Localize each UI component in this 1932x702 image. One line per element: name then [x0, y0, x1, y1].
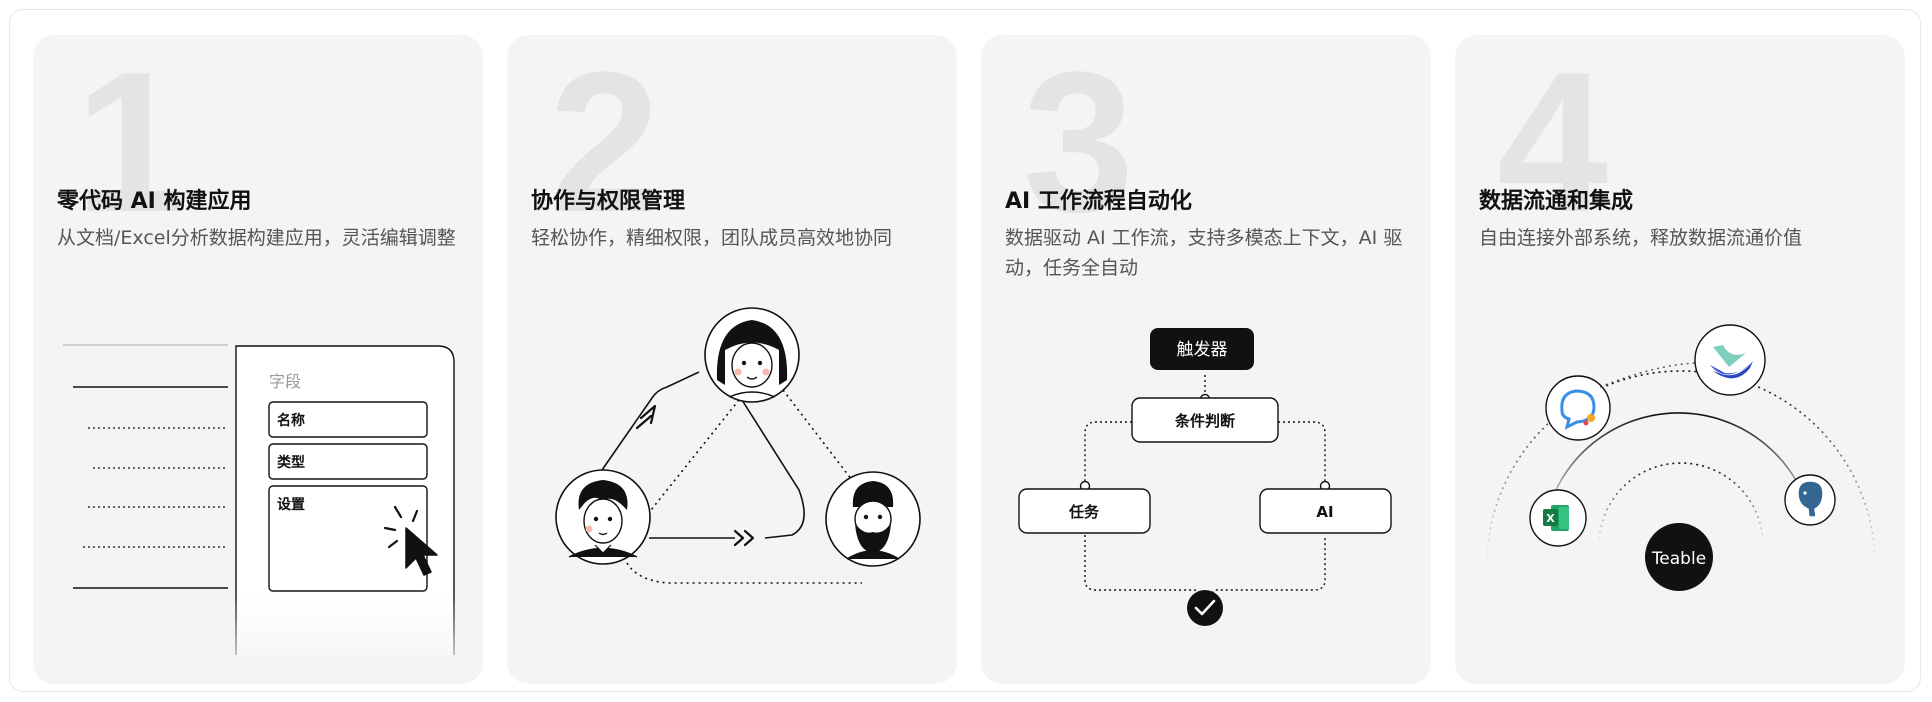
field-panel-heading: 字段 — [269, 372, 301, 391]
dotted-links — [626, 389, 862, 584]
trigger-label: 触发器 — [1177, 340, 1228, 360]
teable-hub[interactable]: Teable — [1645, 523, 1713, 591]
middle-arc — [1544, 412, 1813, 524]
card-title: AI 工作流程自动化 — [1005, 189, 1192, 214]
postgres-icon[interactable] — [1784, 474, 1836, 526]
condition-node[interactable]: 条件判断 — [1131, 397, 1279, 443]
card-description: 轻松协作，精细权限，团队成员高效地协同 — [531, 227, 893, 249]
integration-hub-illustration: Teable X — [1486, 324, 1876, 591]
field-name-label: 名称 — [277, 412, 305, 429]
connector-lines — [63, 344, 228, 589]
task-label: 任务 — [1068, 503, 1100, 521]
card-description: 数据驱动 AI 工作流，支持多模态上下文，AI 驱动，任务全自动 — [1005, 227, 1403, 279]
lark-app-icon[interactable] — [1694, 324, 1766, 396]
check-circle-icon — [1187, 590, 1223, 626]
feature-card-ai-build: 1 零代码 AI 构建应用 从文档/Excel分析数据构建应用，灵活编辑调整 — [33, 35, 483, 684]
chat-app-icon[interactable] — [1545, 375, 1611, 441]
cursor-click-icon — [383, 505, 438, 576]
trigger-node[interactable]: 触发器 — [1150, 328, 1254, 370]
card-title: 零代码 AI 构建应用 — [57, 189, 252, 214]
card-description: 从文档/Excel分析数据构建应用，灵活编辑调整 — [57, 227, 456, 249]
field-settings-label: 设置 — [277, 496, 305, 513]
svg-text:X: X — [1546, 512, 1555, 525]
avatar-woman — [704, 307, 800, 403]
avatar-bearded — [825, 471, 921, 567]
card-title: 协作与权限管理 — [531, 189, 686, 214]
card-number: 4 — [1497, 35, 1608, 254]
feature-card-integration: 4 数据流通和集成 自由连接外部系统，释放数据流通价值 Teable — [1455, 35, 1905, 684]
task-node[interactable]: 任务 — [1018, 488, 1151, 534]
card-number: 3 — [1023, 35, 1134, 254]
condition-label: 条件判断 — [1174, 412, 1235, 430]
solid-links — [601, 371, 805, 539]
field-type-input[interactable]: 类型 — [268, 443, 428, 480]
field-name-input[interactable]: 名称 — [268, 401, 428, 438]
avatar-man — [555, 469, 651, 565]
double-arrow-icon — [635, 404, 755, 547]
teable-label: Teable — [1651, 549, 1706, 569]
ai-node[interactable]: AI — [1259, 488, 1392, 534]
card-description: 自由连接外部系统，释放数据流通价值 — [1479, 227, 1803, 249]
ai-label: AI — [1316, 503, 1333, 521]
card-title: 数据流通和集成 — [1479, 189, 1634, 214]
excel-icon[interactable]: X — [1529, 489, 1587, 547]
field-settings-input[interactable]: 设置 — [268, 485, 428, 592]
workflow-illustration: 触发器 条件判断 任务 AI — [1018, 328, 1392, 626]
field-type-label: 类型 — [277, 454, 305, 471]
field-panel-illustration: 字段 名称 类型 设置 — [33, 344, 483, 684]
feature-card-collaboration: 2 协作与权限管理 轻松协作，精细权限，团队成员高效地协同 — [507, 35, 957, 684]
feature-frame: 1 零代码 AI 构建应用 从文档/Excel分析数据构建应用，灵活编辑调整 — [9, 9, 1921, 692]
card-number: 1 — [75, 35, 186, 254]
team-triangle-illustration — [555, 307, 921, 584]
feature-card-automation: 3 AI 工作流程自动化 数据驱动 AI 工作流，支持多模态上下文，AI 驱动，… — [981, 35, 1431, 684]
card-number: 2 — [549, 35, 660, 254]
